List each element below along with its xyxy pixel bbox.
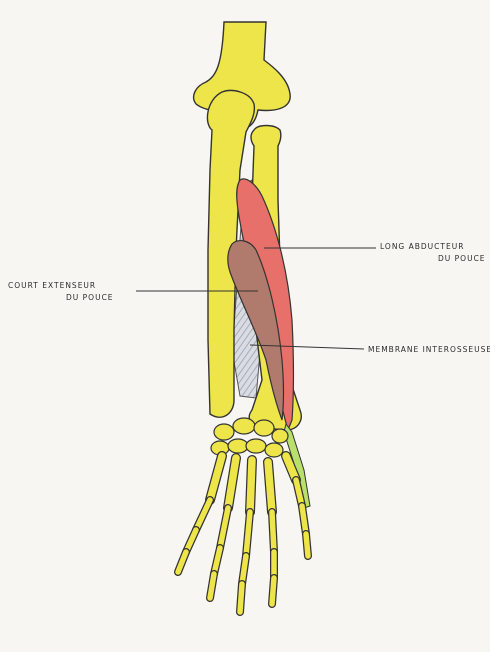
label-membrane-interosseuse: Membrane interosseuse [368, 345, 490, 354]
finger-5-segment [175, 549, 189, 575]
finger-4-segment [211, 545, 223, 577]
thumb-segment [303, 531, 311, 559]
finger-2-segment [264, 458, 276, 516]
finger-4-segment [217, 505, 231, 551]
label-court-extenseur: Court extenseur du pouce [8, 281, 114, 302]
finger-2-bones [263, 457, 278, 608]
label-court-extenseur-line1: Court extenseur [8, 281, 97, 290]
carpal-bones [210, 417, 289, 458]
finger-5-bones [174, 451, 227, 576]
label-long-abducteur: Long abducteur du pouce [380, 242, 486, 263]
thumb-segment [293, 477, 305, 509]
finger-5-segment [206, 452, 226, 504]
label-court-extenseur-line2: du pouce [66, 293, 114, 302]
hand-bones [174, 451, 312, 616]
finger-2-segment [269, 575, 277, 607]
finger-3-bones [236, 455, 257, 616]
finger-3-segment [239, 553, 249, 587]
finger-4-segment [207, 571, 217, 601]
label-long-abducteur-line1: Long abducteur [380, 242, 465, 251]
finger-5-segment [193, 497, 213, 533]
thumb-bones [281, 451, 312, 560]
finger-3-segment [237, 581, 245, 615]
finger-4-bones [206, 453, 241, 602]
finger-3-segment [246, 456, 256, 516]
thumb-segment [282, 452, 300, 484]
finger-5-segment [183, 527, 199, 555]
finger-3-segment [243, 509, 253, 559]
finger-2-segment [269, 509, 277, 555]
finger-4-segment [224, 454, 240, 512]
leader-line-membrane [249, 344, 365, 350]
label-membrane-text: Membrane interosseuse [368, 345, 490, 354]
thumb-segment [299, 503, 309, 537]
extensor-pollicis-brevis-muscle [227, 240, 285, 421]
label-long-abducteur-line2: du pouce [438, 254, 486, 263]
